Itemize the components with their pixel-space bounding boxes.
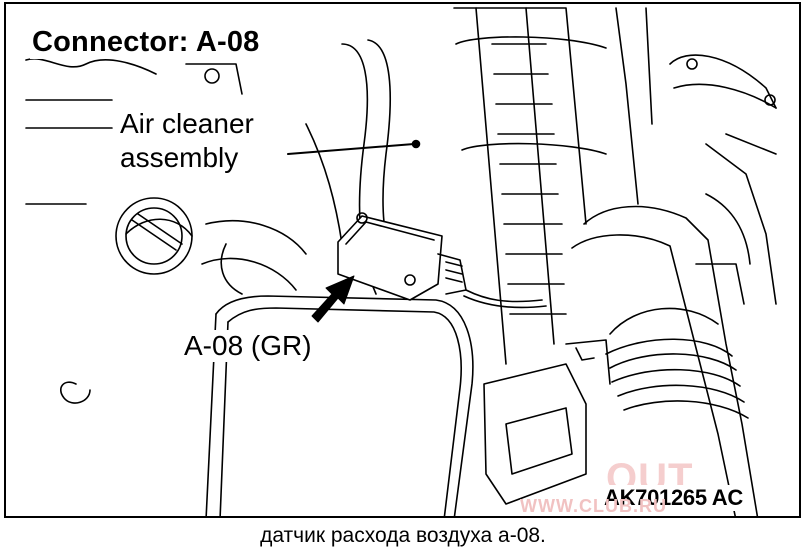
pointer-arrow xyxy=(311,275,355,323)
air-cleaner-label: Air cleaner xyxy=(118,108,256,140)
air-flow-sensor-connector xyxy=(337,212,547,309)
figure-caption: датчик расхода воздуха а-08. xyxy=(260,524,546,547)
air-cleaner-housing-drawing xyxy=(453,7,653,365)
filler-cap-drawing xyxy=(115,197,193,275)
connector-label: A-08 (GR) xyxy=(182,330,314,362)
panel-lines-drawing xyxy=(25,58,243,404)
air-cleaner-label-line2: assembly xyxy=(118,142,241,174)
engine-bay-illustration xyxy=(25,7,777,516)
bracket-drawing xyxy=(669,54,777,305)
lower-block-drawing xyxy=(483,339,611,505)
intake-duct-drawing xyxy=(571,205,759,516)
connector-diagram: Connector: A-08 Air cleaner assembly A-0… xyxy=(4,2,801,518)
figure-code: AK701265 AC xyxy=(602,485,745,511)
watermark-site: WWW.CLUB.RU xyxy=(520,496,667,516)
diagram-title: Connector: A-08 xyxy=(30,26,262,59)
leader-line xyxy=(287,139,421,155)
